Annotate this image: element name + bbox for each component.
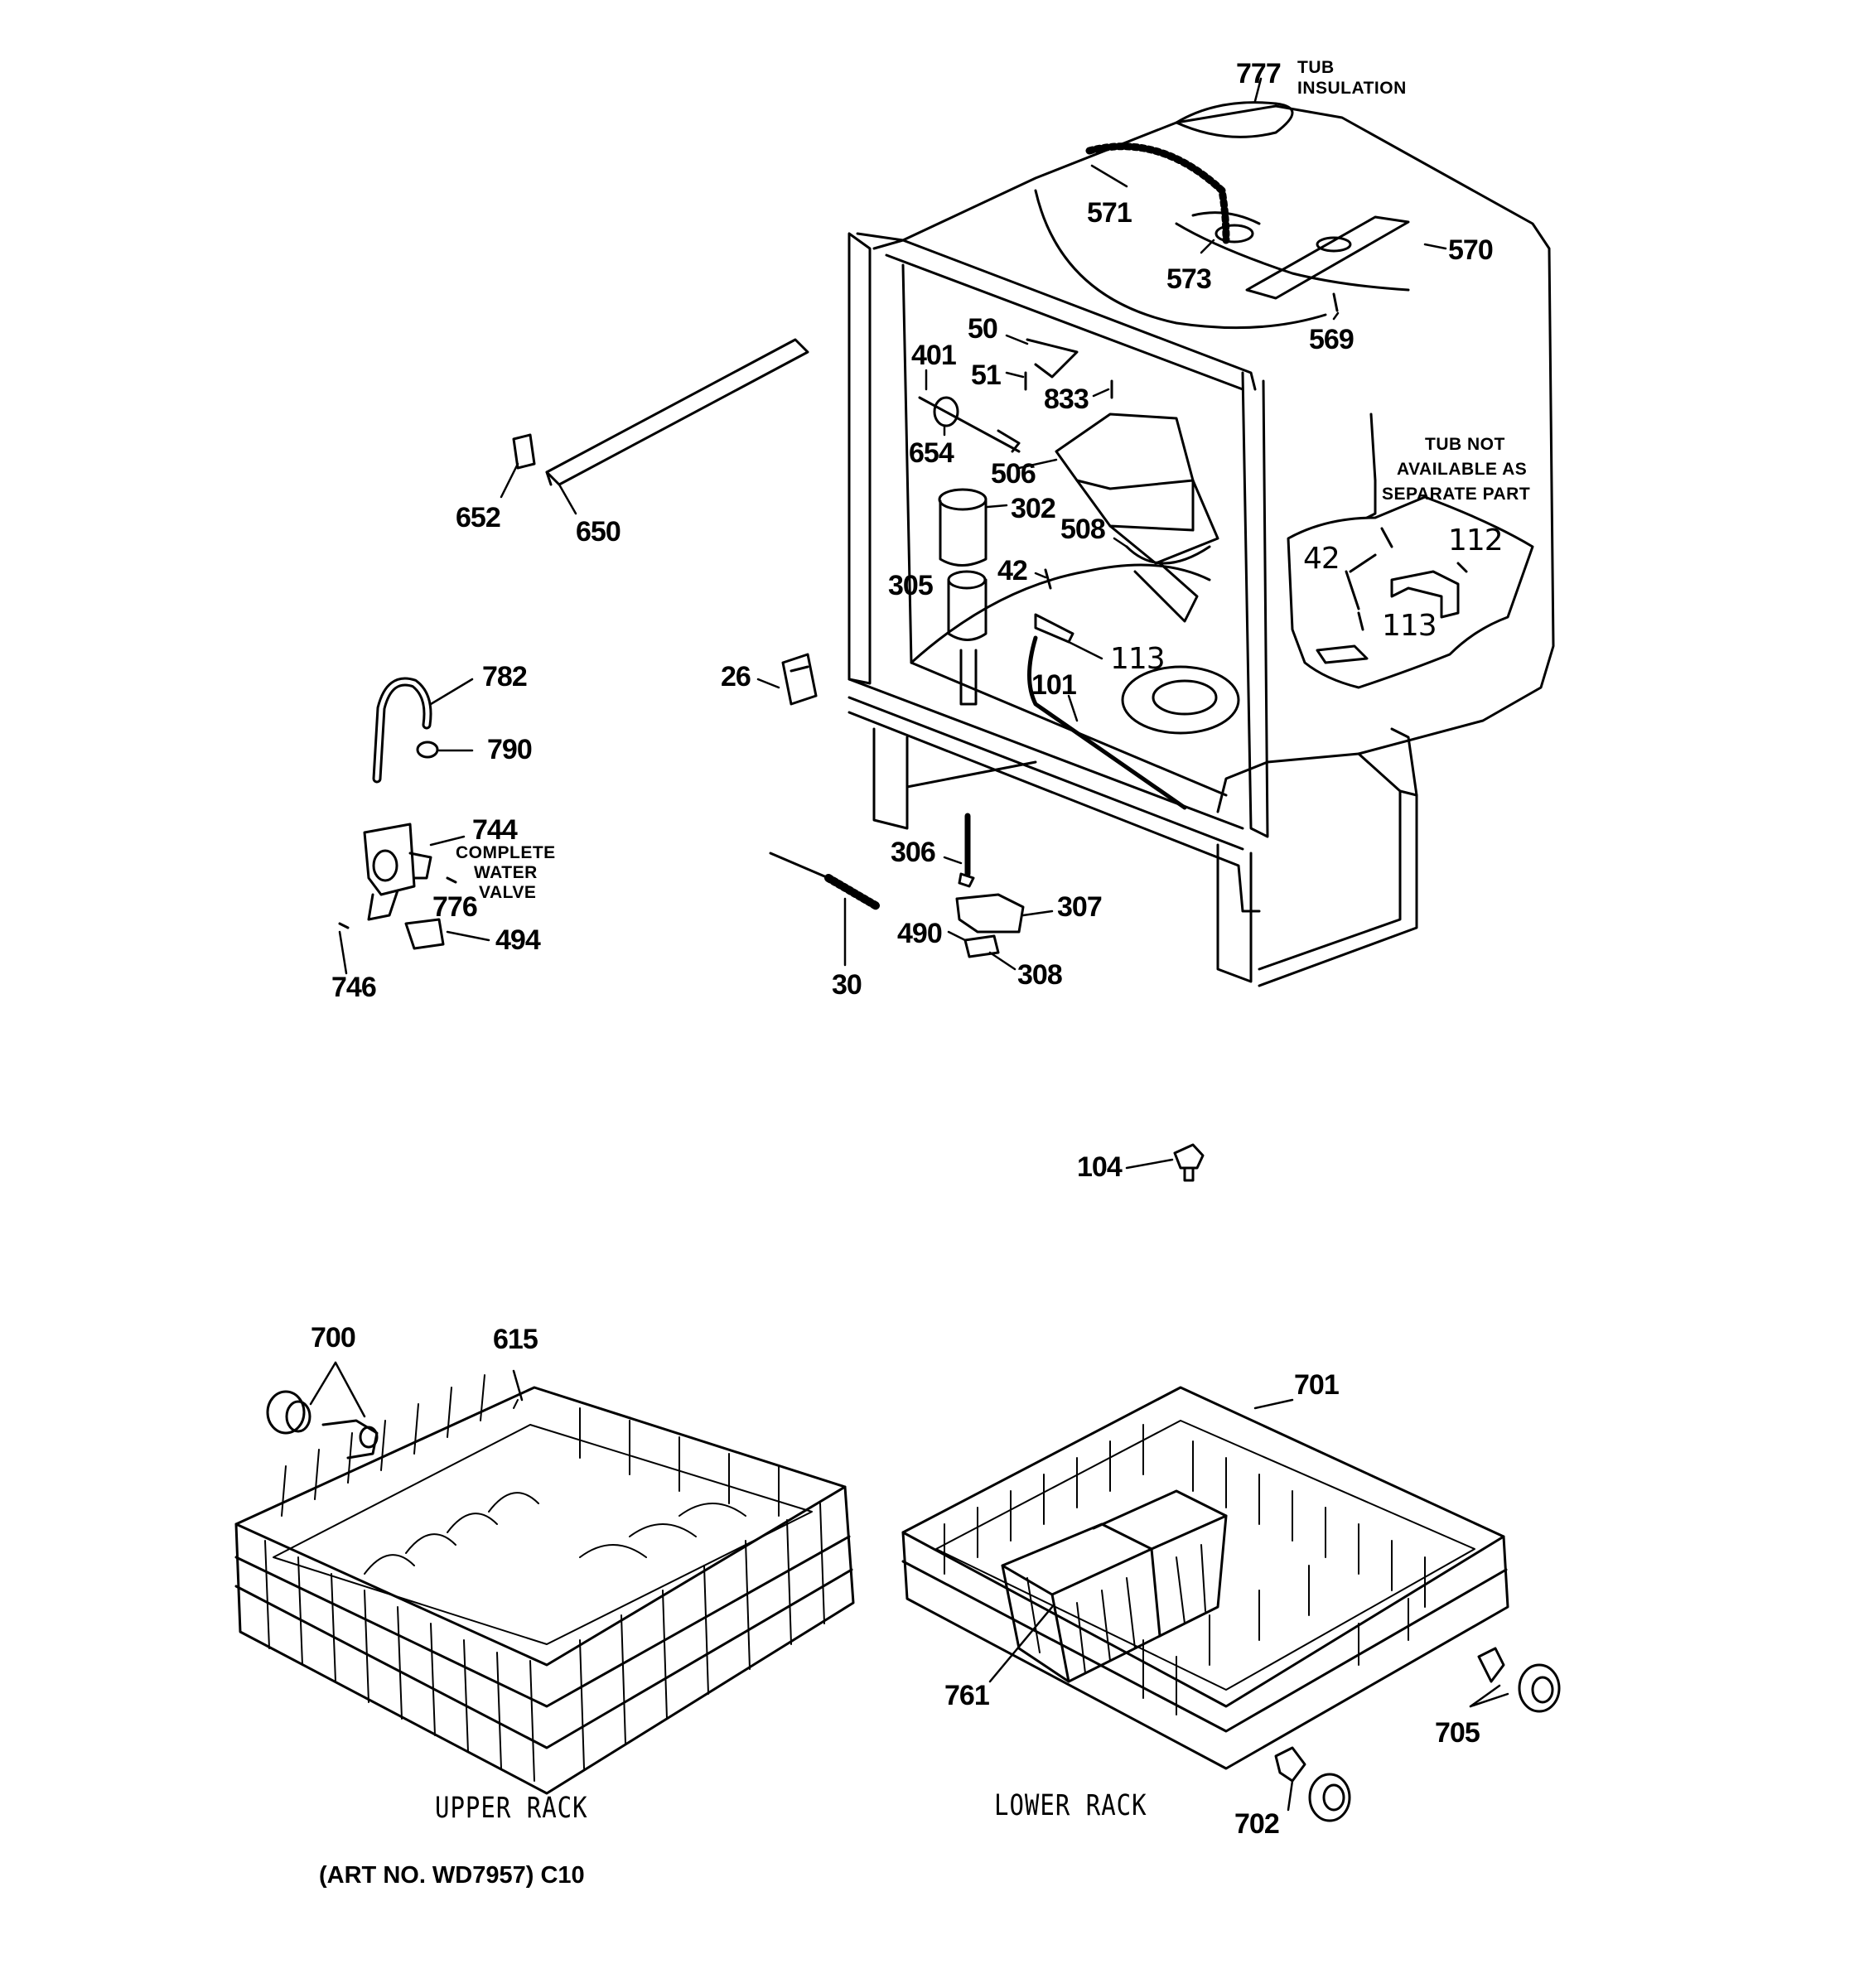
label-702: 702	[1234, 1808, 1280, 1840]
label-777: 777	[1236, 58, 1282, 89]
label-701: 701	[1294, 1369, 1340, 1401]
label-112: 112	[1448, 524, 1504, 557]
label-51: 51	[971, 359, 1002, 391]
label-113a: 113	[1110, 642, 1166, 676]
label-302: 302	[1011, 493, 1056, 524]
inset-clip-detail	[1288, 497, 1533, 688]
label-650: 650	[576, 516, 621, 548]
label-833: 833	[1044, 384, 1089, 415]
label-42a: 42	[997, 555, 1028, 586]
note-valve: VALVE	[479, 883, 537, 902]
caption-upper-rack: UPPER RACK	[435, 1790, 588, 1825]
label-761: 761	[944, 1680, 990, 1711]
switch-parts	[957, 816, 1023, 957]
upper-rack	[236, 1375, 853, 1793]
note-tub: TUB	[1297, 58, 1335, 77]
part-104	[1175, 1145, 1203, 1180]
leader-lines	[340, 79, 1446, 1168]
label-571: 571	[1087, 197, 1132, 229]
label-401: 401	[911, 340, 957, 371]
note-water: WATER	[474, 863, 538, 882]
note-insulation: INSULATION	[1297, 79, 1407, 98]
label-508: 508	[1060, 514, 1106, 545]
label-573: 573	[1166, 263, 1212, 295]
water-valve-744	[340, 824, 456, 948]
note-separate-part: SEPARATE PART	[1382, 485, 1531, 504]
label-700: 700	[311, 1322, 356, 1353]
label-506: 506	[991, 458, 1036, 490]
label-790: 790	[487, 734, 533, 765]
label-26: 26	[721, 661, 751, 692]
label-306: 306	[891, 837, 936, 868]
label-615: 615	[493, 1324, 538, 1355]
spring-30	[770, 853, 878, 907]
label-494: 494	[495, 924, 541, 956]
label-101: 101	[1031, 669, 1077, 701]
label-490: 490	[897, 918, 943, 949]
label-570: 570	[1448, 234, 1494, 266]
label-652: 652	[456, 502, 501, 533]
label-42b: 42	[1303, 542, 1340, 576]
label-113b: 113	[1382, 609, 1437, 643]
rail-650-652	[514, 340, 808, 485]
label-654: 654	[909, 437, 954, 469]
label-308: 308	[1017, 959, 1063, 991]
caption-lower-rack: LOWER RACK	[994, 1788, 1147, 1822]
label-569: 569	[1309, 324, 1355, 355]
internal-parts	[783, 147, 1408, 808]
note-complete: COMPLETE	[456, 843, 556, 862]
note-tub-not: TUB NOT	[1425, 435, 1505, 454]
label-705: 705	[1435, 1717, 1480, 1749]
label-307: 307	[1057, 891, 1103, 923]
art-number: (ART NO. WD7957) C10	[319, 1862, 585, 1889]
label-746: 746	[331, 972, 377, 1003]
tub-assembly	[849, 103, 1553, 986]
lower-rack	[903, 1387, 1559, 1821]
hose-782-790	[377, 682, 437, 779]
label-104: 104	[1077, 1151, 1123, 1183]
label-744: 744	[472, 814, 518, 846]
label-305: 305	[888, 570, 934, 601]
label-776: 776	[432, 891, 478, 923]
label-50: 50	[968, 313, 998, 345]
rack-leaders	[311, 1363, 1508, 1810]
note-available-as: AVAILABLE AS	[1397, 460, 1528, 479]
label-782: 782	[482, 661, 528, 692]
label-30: 30	[832, 969, 862, 1001]
